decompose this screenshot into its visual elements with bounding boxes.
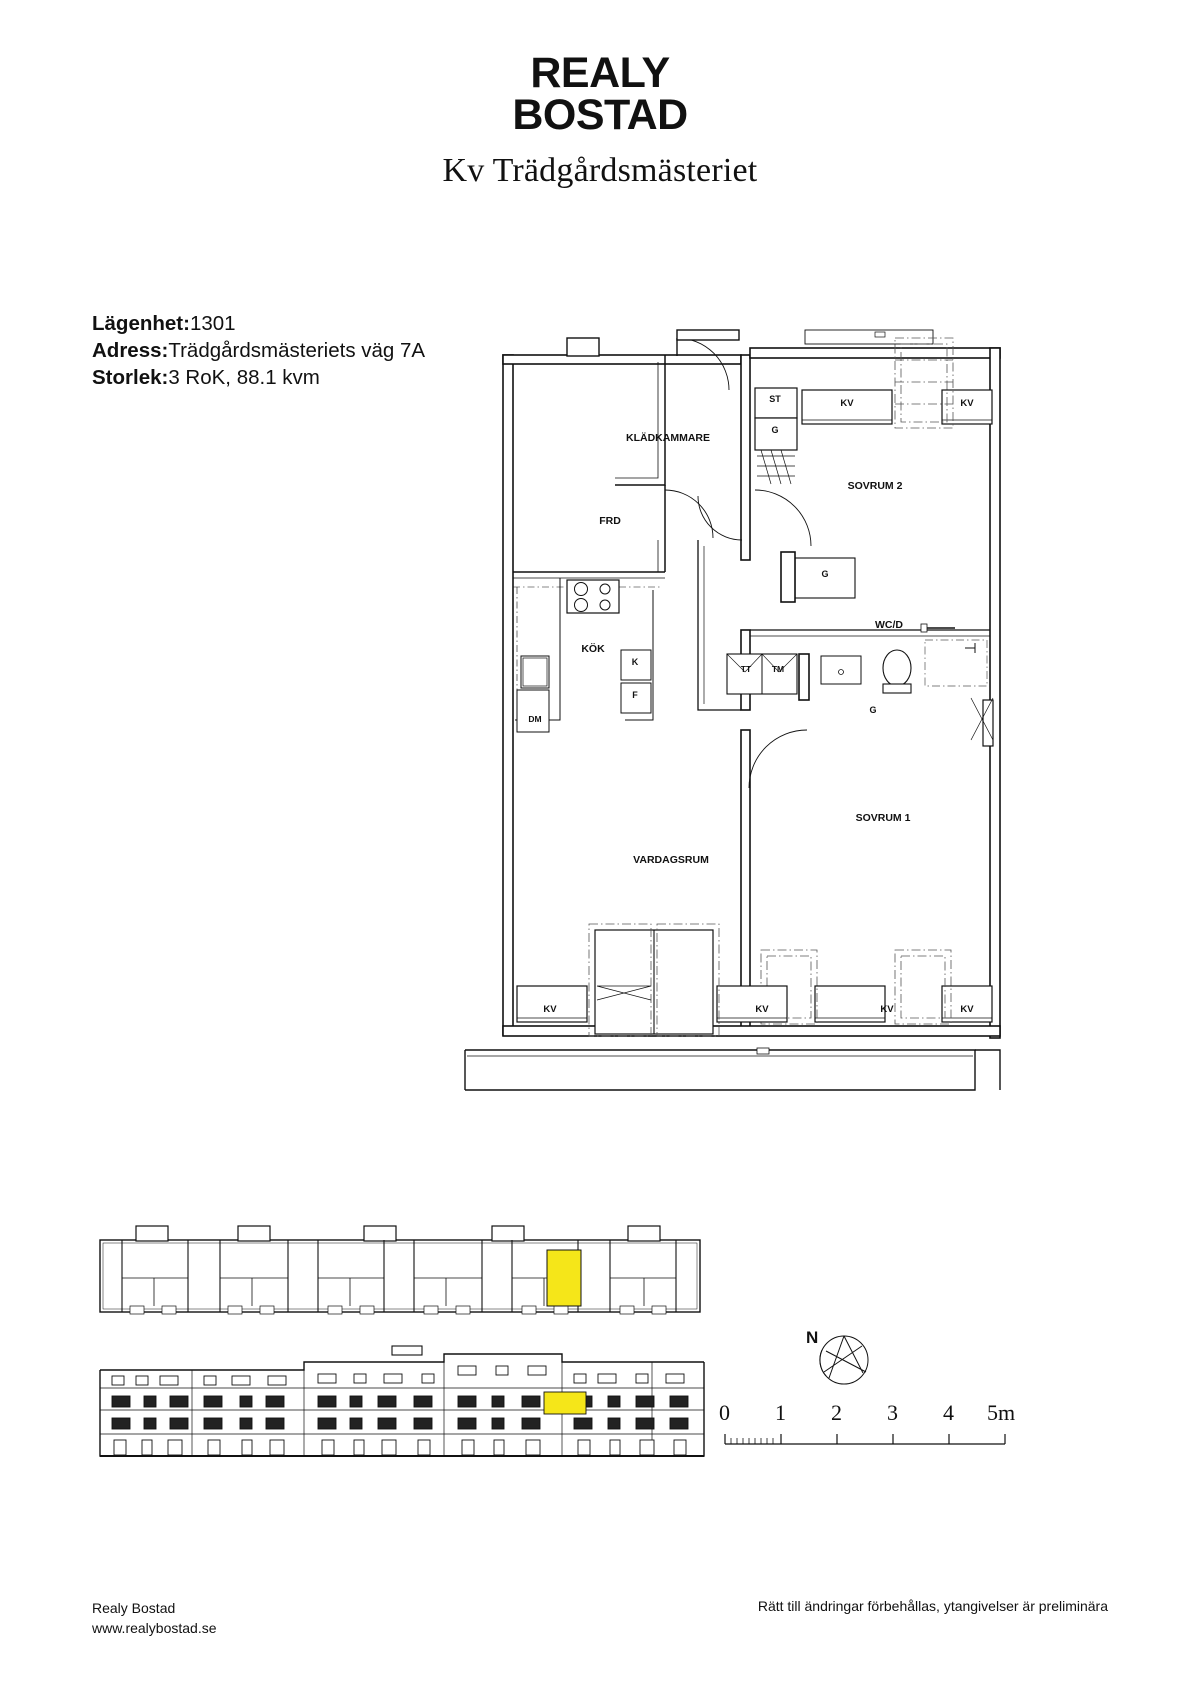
size-label: Storlek: (92, 366, 169, 389)
fixture-label-g: G (869, 705, 876, 715)
key-plan-highlight (546, 1249, 582, 1307)
room-label-k-k: KÖK (581, 642, 605, 655)
apartment-number-value: 1301 (189, 312, 236, 335)
fixture-label-kv: KV (960, 398, 974, 409)
project-subtitle: Kv Trädgårdsmästeriet (442, 152, 758, 189)
room-label-vardagsrum: VARDAGSRUM (633, 854, 709, 866)
key-plan-footprint (92, 1218, 712, 1328)
scale-tick-2: 2 (831, 1400, 842, 1425)
address-value: Trädgårdsmästeriets väg 7A (168, 339, 426, 362)
scale-tick-4: 4 (943, 1400, 954, 1425)
room-label-sovrum-1: SOVRUM 1 (856, 812, 911, 824)
fixture-label-st: ST (769, 394, 781, 404)
scale-bar: 0 1 2 3 4 5m (715, 1400, 1025, 1460)
scale-tick-3: 3 (887, 1400, 898, 1425)
room-label-kl-dkammare: KLÄDKAMMARE (626, 431, 710, 444)
fixture-label-dm: DM (528, 714, 541, 724)
floor-plan: KLÄDKAMMARE FRD KÖK VARDAGSRUM SOVRUM 2 SOVRU… (455, 300, 1015, 1100)
address-label: Adress: (92, 339, 169, 362)
apartment-number-row: Lägenhet:1301 (92, 310, 425, 337)
brand-line-1: REALY (530, 49, 670, 97)
brand-line-2: BOSTAD (512, 91, 688, 140)
fixture-label-g: G (821, 569, 828, 579)
fixture-label-kv: KV (543, 1004, 557, 1015)
room-label-wc-d: WC/D (875, 619, 903, 631)
scale-tick-1: 1 (775, 1400, 786, 1425)
room-label-frd: FRD (599, 515, 621, 527)
plan-room-labels: KLÄDKAMMARE FRD KÖK VARDAGSRUM SOVRUM 2 SOVRU… (581, 431, 910, 866)
fixture-label-k: K (632, 657, 639, 667)
size-row: Storlek:3 RoK, 88.1 kvm (92, 364, 425, 391)
fixture-label-f: F (632, 690, 638, 700)
fixture-label-tt: TT (741, 664, 752, 674)
building-elevation (92, 1340, 712, 1470)
scale-tick-0: 0 (719, 1400, 730, 1425)
apartment-number-label: Lägenhet: (92, 312, 190, 335)
elevation-highlight (543, 1391, 587, 1415)
fixture-label-tm: TM (772, 664, 784, 674)
size-value: 3 RoK, 88.1 kvm (168, 366, 320, 389)
fixture-label-kv: KV (840, 398, 854, 409)
fixture-label-kv: KV (755, 1004, 769, 1015)
fixture-label-kv: KV (960, 1004, 974, 1015)
fixture-label-g: G (771, 425, 778, 435)
footer-company-block: Realy Bostad www.realybostad.se (92, 1598, 217, 1638)
footer-website[interactable]: www.realybostad.se (92, 1620, 217, 1636)
plan-fixture-labels: ST G KV KV G G TT TM K F DM KV KV KV KV (528, 394, 974, 1015)
compass-rose: N (800, 1320, 890, 1400)
footer-disclaimer: Rätt till ändringar förbehållas, ytangiv… (757, 1598, 1108, 1614)
compass-north-label: N (806, 1328, 819, 1347)
room-label-sovrum-2: SOVRUM 2 (848, 480, 903, 492)
fixture-label-kv: KV (880, 1004, 894, 1015)
footer-company-name: Realy Bostad (92, 1600, 176, 1616)
address-row: Adress:Trädgårdsmästeriets väg 7A (92, 337, 425, 364)
brand-logo: REALY BOSTAD (0, 49, 1200, 140)
scale-end-label: 5m (987, 1400, 1016, 1425)
apartment-info-block: Lägenhet:1301 Adress:Trädgårdsmästeriets… (92, 310, 425, 391)
